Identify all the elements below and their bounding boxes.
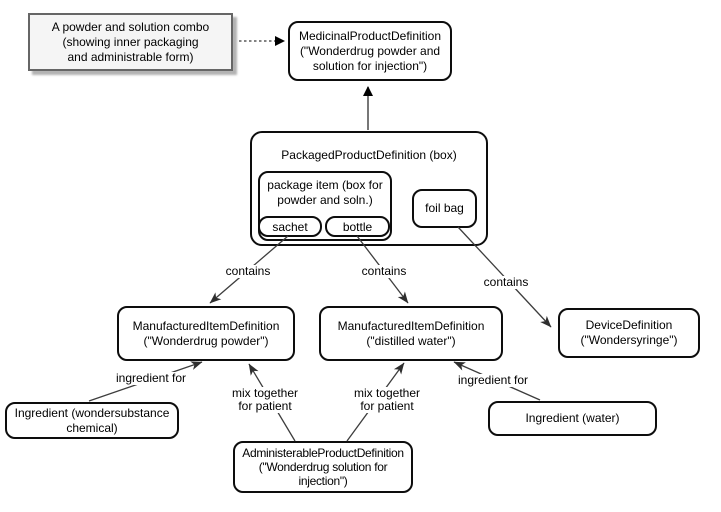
administerable-product-definition-node: AdministerableProductDefinition ("Wonder…: [233, 441, 413, 493]
edge-label-ingredient-for-left: ingredient for: [113, 371, 189, 385]
edge-label-line: for patient: [238, 399, 292, 413]
foil-bag-node: foil bag: [412, 189, 477, 228]
node-label-line: injection"): [298, 474, 348, 488]
medicinal-product-definition-node: MedicinalProductDefinition ("Wonderdrug …: [288, 21, 452, 81]
edge-label-mix-left: mix together for patient: [229, 387, 301, 413]
note-line: (showing inner packaging: [62, 34, 199, 49]
node-label-line: Ingredient (water): [525, 411, 620, 425]
node-label-line: ("Wondersyringe"): [580, 333, 678, 347]
device-definition-node: DeviceDefinition ("Wondersyringe"): [558, 308, 700, 358]
edge-label-contains-sachet: contains: [223, 264, 273, 278]
edge-label-mix-right: mix together for patient: [351, 387, 423, 413]
node-label-line: ManufacturedItemDefinition: [132, 318, 280, 333]
node-label-line: bottle: [342, 219, 373, 234]
edge-label-contains-bottle: contains: [359, 264, 409, 278]
note-line: A powder and solution combo: [51, 19, 210, 34]
node-label-line: ("distilled water"): [366, 333, 456, 348]
ingredient-chemical-node: Ingredient (wondersubstance chemical): [5, 402, 179, 439]
node-label-line: Ingredient (wondersubstance: [14, 405, 170, 420]
node-label-line: ("Wonderdrug powder"): [143, 333, 269, 348]
node-label-line: foil bag: [425, 201, 464, 215]
edge-label-line: for patient: [360, 399, 414, 413]
node-title: PackagedProductDefinition (box): [281, 148, 457, 162]
manufactured-item-powder-node: ManufacturedItemDefinition ("Wonderdrug …: [117, 306, 295, 361]
node-label-line: AdministerableProductDefinition: [242, 446, 404, 460]
sachet-node: sachet: [258, 216, 322, 237]
node-label-line: MedicinalProductDefinition: [298, 28, 442, 43]
edge-label-contains-foil: contains: [481, 275, 531, 289]
note-line: and administrable form): [67, 49, 194, 64]
node-label-line: powder and soln.): [277, 193, 373, 207]
node-label-line: ManufacturedItemDefinition: [337, 318, 485, 333]
node-label-line: solution for injection"): [312, 58, 428, 73]
ingredient-water-node: Ingredient (water): [488, 401, 657, 436]
manufactured-item-water-node: ManufacturedItemDefinition ("distilled w…: [319, 306, 503, 361]
node-label-line: chemical): [66, 420, 118, 435]
node-label-line: ("Wonderdrug solution for: [258, 460, 388, 474]
bottle-node: bottle: [325, 216, 390, 237]
note-box: A powder and solution combo (showing inn…: [28, 13, 233, 71]
node-label-line: sachet: [272, 219, 308, 234]
node-label-line: package item (box for: [267, 178, 383, 192]
edge-label-ingredient-for-right: ingredient for: [455, 373, 531, 387]
node-label-line: DeviceDefinition: [585, 318, 673, 332]
node-label-line: ("Wonderdrug powder and: [299, 43, 441, 58]
